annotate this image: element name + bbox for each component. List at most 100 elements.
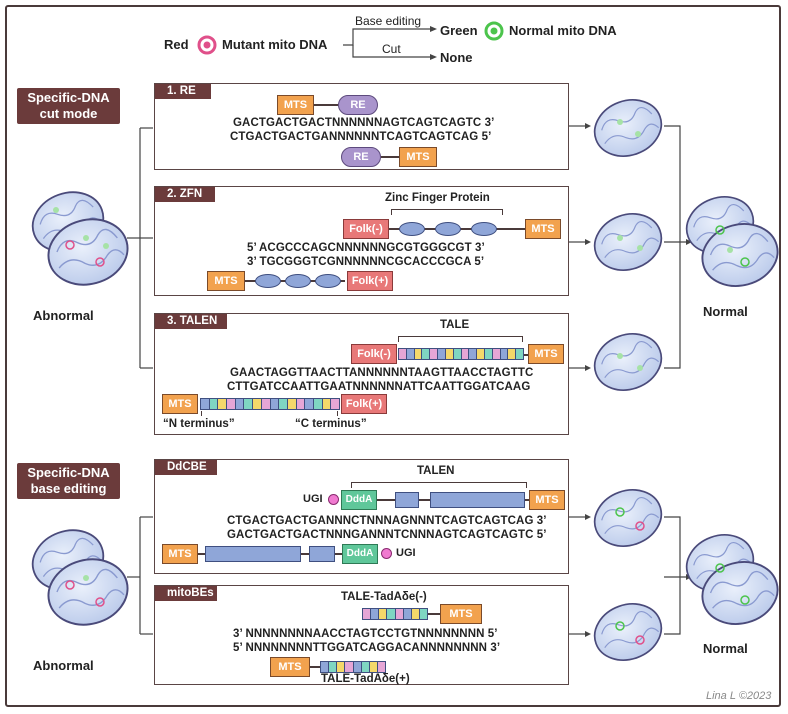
ddcbe-talen-domain [430, 492, 525, 508]
base-abnormal-label: Abnormal [33, 658, 94, 673]
zfn-zinc-finger-icon [399, 222, 425, 236]
ddcbe-panel: DdCBE TALEN UGI DddA MTS CTGACTGACTGANNN… [154, 459, 569, 574]
red-circle-icon [197, 35, 217, 55]
zfn-zinc-finger-icon [471, 222, 497, 236]
mitobes-panel: mitoBEs TALE-TadAδe(-) MTS 3’ NNNNNNNNAA… [154, 585, 569, 685]
legend-mutant-label: Mutant mito DNA [222, 37, 328, 52]
mito-talen-result-icon [585, 323, 671, 401]
mitobes-tale-plus-label: TALE-TadAδe(+) [321, 673, 410, 685]
talen-n-marker [201, 411, 203, 416]
zfn-folk-minus-box: Folk(-) [343, 219, 389, 239]
mitobes-bottom-mts-box: MTS [270, 657, 310, 677]
zfn-seq-top: 5’ ACGCCCAGCNNNNNNGCGTGGGCGT 3’ [247, 242, 485, 254]
ddcbe-title: DdCBE [155, 460, 217, 475]
re-bottom-linker [381, 156, 399, 158]
mito-zfn-result-icon [585, 203, 671, 281]
talen-n-terminus: “N terminus” [163, 418, 235, 430]
talen-top-linker [524, 354, 528, 356]
talen-c-marker [337, 411, 339, 416]
talen-folk-plus-box: Folk(+) [341, 394, 387, 414]
zfn-zinc-bracket-left [391, 209, 393, 215]
talen-top-mts-box: MTS [528, 344, 564, 364]
mito-re-result-icon [585, 89, 671, 167]
talen-tale-array-top [398, 348, 524, 360]
zfn-bottom-mts-box: MTS [207, 271, 245, 291]
talen-panel: 3. TALEN TALE Folk(-) MTS GAACTAGGTTAACT… [154, 313, 569, 435]
ddcbe-top-ddda-box: DddA [341, 490, 377, 510]
talen-title: 3. TALEN [155, 314, 227, 329]
talen-tale-array-bottom [200, 398, 340, 410]
mitobes-tale-minus-label: TALE-TadAδe(-) [341, 591, 427, 603]
re-bottom-mts-box: MTS [399, 147, 437, 167]
talen-seq-bottom: CTTGATCCAATTGAATNNNNNNATTCAATTGGATCAAG [227, 381, 531, 393]
ugi-icon [381, 548, 392, 559]
normal-mito-base-icon [677, 524, 786, 634]
mitobes-bottom-linker [310, 666, 320, 668]
mitobes-tale-array-bottom [320, 661, 386, 673]
normal-mito-cut-icon [677, 186, 786, 296]
mitobes-top-mts-box: MTS [440, 604, 482, 624]
green-circle-core-icon [490, 27, 498, 35]
legend-base-editing-label: Base editing [355, 14, 422, 28]
base-normal-label: Normal [703, 641, 748, 656]
legend-normal-label: Normal mito DNA [509, 23, 617, 38]
zfn-zinc-label: Zinc Finger Protein [385, 192, 490, 204]
mitobes-seq-top: 3’ NNNNNNNNAACCTAGTCCTGTNNNNNNNN 5’ [233, 628, 498, 640]
legend-none-label: None [440, 50, 473, 65]
ddcbe-seq-bottom: GACTGACTGACTNNNGANNNTCNNNAGTCAGTCAGTC 5’ [227, 529, 547, 541]
talen-tale-label: TALE [440, 319, 470, 331]
ddcbe-talen-bracket-right [526, 482, 528, 488]
mitobes-title: mitoBEs [155, 586, 217, 601]
ddcbe-seq-top: CTGACTGACTGANNNCTNNNAGNNNTCAGTCAGTCAG 3’ [227, 515, 547, 527]
zfn-top-mts-box: MTS [525, 219, 561, 239]
legend-red-label: Red [164, 37, 189, 52]
legend-cut-label: Cut [382, 42, 401, 56]
ddcbe-talen-domain [205, 546, 301, 562]
zfn-zinc-bracket-right [502, 209, 504, 215]
signature: Lina L ©2023 [706, 690, 772, 702]
zfn-title: 2. ZFN [155, 187, 215, 202]
re-top-mts-box: MTS [277, 95, 314, 115]
talen-tale-bracket [398, 336, 523, 338]
abnormal-mito-cut-icon [23, 181, 136, 295]
talen-tale-bracket-left [398, 336, 400, 342]
mitobes-tale-array-top [362, 608, 428, 620]
ddcbe-talen-bracket-left [351, 482, 353, 488]
re-bottom-re-box: RE [341, 147, 381, 167]
talen-seq-top: GAACTAGGTTAACTTANNNNNNTAAGTTAACCTAGTTC [230, 367, 534, 379]
mito-ddcbe-result-icon [585, 479, 671, 557]
zfn-zinc-finger-icon [255, 274, 281, 288]
ddcbe-talen-fragment [395, 492, 419, 508]
talen-c-terminus: “C terminus” [295, 418, 367, 430]
zfn-panel: 2. ZFN Zinc Finger Protein Folk(-) MTS 5… [154, 186, 569, 296]
mitobes-top-linker [428, 613, 440, 615]
ddcbe-bottom-ddda-box: DddA [342, 544, 378, 564]
cut-abnormal-label: Abnormal [33, 308, 94, 323]
zfn-zinc-finger-icon [315, 274, 341, 288]
ddcbe-bottom-mts-box: MTS [162, 544, 198, 564]
base-mode-label: Specific-DNA base editing [17, 463, 120, 499]
re-seq-bottom: CTGACTGACTGANNNNNNTCAGTCAGTCAG 5’ [230, 131, 492, 143]
zfn-zinc-bracket [391, 209, 503, 211]
ddcbe-talen-fragment [309, 546, 335, 562]
figure-frame [5, 5, 781, 707]
zfn-seq-bottom: 3’ TGCGGGTCGNNNNNNCGCACCCGCA 5’ [247, 256, 485, 268]
mito-mitobes-result-icon [585, 593, 671, 671]
green-circle-icon [484, 21, 504, 41]
ugi-icon [328, 494, 339, 505]
cut-normal-label: Normal [703, 304, 748, 319]
re-panel: 1. RE MTS RE GACTGACTGACTNNNNNNAGTCAGTCA… [154, 83, 569, 170]
mitobes-seq-bottom: 5’ NNNNNNNNTTGGATCAGGACANNNNNNNN 3’ [233, 642, 501, 654]
ddcbe-talen-bracket [351, 482, 527, 484]
ddcbe-top-ugi-label: UGI [303, 493, 323, 505]
talen-bottom-mts-box: MTS [162, 394, 198, 414]
zfn-folk-plus-box: Folk(+) [347, 271, 393, 291]
ddcbe-talen-label: TALEN [417, 465, 455, 477]
re-title: 1. RE [155, 84, 211, 99]
re-top-re-box: RE [338, 95, 378, 115]
zfn-zinc-finger-icon [285, 274, 311, 288]
ddcbe-top-mts-box: MTS [529, 490, 565, 510]
talen-folk-minus-box: Folk(-) [351, 344, 397, 364]
red-circle-core-icon [203, 41, 211, 49]
